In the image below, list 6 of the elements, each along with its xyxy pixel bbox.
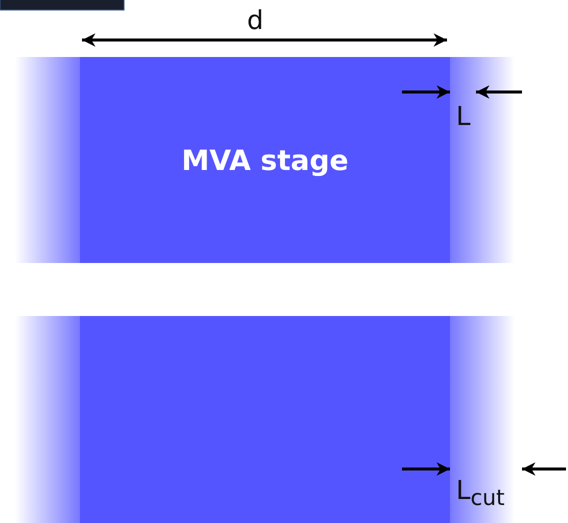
stage-label: MVA stage	[181, 144, 349, 176]
box-region	[80, 316, 450, 523]
dimension-label: d	[247, 8, 264, 34]
dimension-label: L$_{cut}$	[456, 478, 505, 510]
stage-region	[80, 57, 450, 263]
dimension-label: L	[456, 104, 470, 130]
